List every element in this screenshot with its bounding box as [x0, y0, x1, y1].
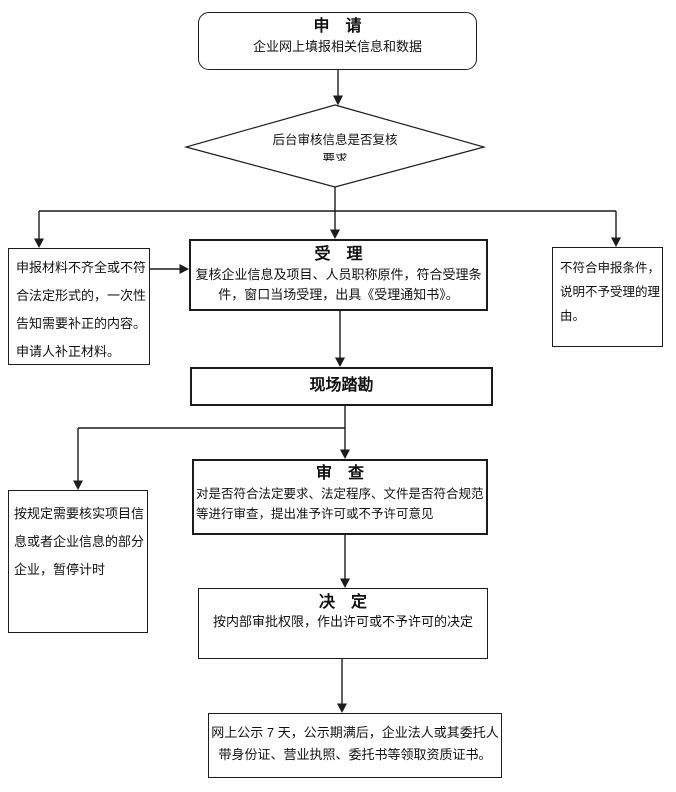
review-title: 审 查 [315, 465, 364, 482]
decision-line1: 后台审核信息是否复核 [272, 133, 398, 147]
decide-title: 决 定 [318, 594, 367, 611]
arrowhead-down-icon [330, 229, 340, 239]
connector-split-to-review [340, 428, 350, 459]
accept-title: 受 理 [314, 246, 363, 263]
connector-split-to-supplement [34, 211, 44, 248]
publish-body: 网上公示 7 天，公示期满后，企业法人或其委托人 带身份证、营业执照、委托书等领… [211, 725, 499, 762]
arrowhead-down-icon [335, 357, 345, 367]
arrowhead-down-icon [34, 238, 44, 248]
connector-review-to-decide [340, 535, 350, 588]
accept-node: 受 理 复核企业信息及项目、人员职称原件，符合受理条 件，窗口当场受理，出具《受… [189, 239, 488, 311]
arrowhead-down-icon [333, 95, 343, 106]
connector-split-to-verify [73, 428, 83, 490]
arrowhead-down-icon [340, 578, 350, 588]
supplement-body: 申报材料不齐全或不符 合法定形式的，一次性 告知需要补正的内容。 申请人补正材料… [16, 260, 147, 359]
arrowhead-down-icon [337, 703, 347, 713]
connector-survey-split [78, 406, 346, 429]
apply-body: 企业网上填报相关信息和数据 [252, 39, 422, 54]
arrowhead-right-icon [179, 264, 189, 274]
arrowhead-down-icon [340, 449, 350, 459]
arrowhead-down-icon [73, 480, 83, 490]
verify-body: 按规定需要核实项目信 息或者企业信息的部分 企业，暂停计时 [14, 506, 145, 577]
decide-body: 按内部审批权限，作出许可或不予许可的决定 [212, 614, 473, 629]
survey-title: 现场踏勘 [309, 377, 374, 394]
survey-node: 现场踏勘 [190, 367, 493, 406]
decide-node: 决 定 按内部审批权限，作出许可或不予许可的决定 [198, 588, 488, 659]
decision-line2-clipped: 要求 [322, 153, 348, 161]
accept-body: 复核企业信息及项目、人员职称原件，符合受理条 件，窗口当场受理，出具《受理通知书… [195, 267, 482, 302]
connector-decision-split [39, 187, 616, 212]
review-body: 对是否符合法定要求、法定程序、文件是否符合规范 等进行审查，提出准予许可或不予许… [196, 487, 484, 521]
supplement-node: 申报材料不齐全或不符 合法定形式的，一次性 告知需要补正的内容。 申请人补正材料… [8, 248, 150, 365]
connector-supplement-to-accept [150, 264, 189, 274]
diamond-shape [184, 104, 486, 188]
connector-split-to-accept [330, 211, 340, 239]
apply-node: 申 请 企业网上填报相关信息和数据 [198, 12, 477, 70]
decision-text: 后台审核信息是否复核 要求 [184, 130, 486, 161]
reject-body: 不符合申报条件， 说明不予受理的理 由。 [560, 261, 661, 323]
connector-accept-to-survey [335, 311, 345, 367]
decision-diamond: 后台审核信息是否复核 要求 [184, 104, 486, 188]
apply-title: 申 请 [313, 18, 362, 35]
connector-decide-to-publish [337, 659, 347, 713]
connector-apply-to-decision [333, 70, 343, 106]
connector-split-to-reject [611, 211, 621, 247]
reject-node: 不符合申报条件， 说明不予受理的理 由。 [552, 247, 663, 347]
arrowhead-down-icon [611, 237, 621, 247]
publish-node: 网上公示 7 天，公示期满后，企业法人或其委托人 带身份证、营业执照、委托书等领… [208, 713, 502, 778]
review-node: 审 查 对是否符合法定要求、法定程序、文件是否符合规范 等进行审查，提出准予许可… [192, 459, 488, 535]
verify-node: 按规定需要核实项目信 息或者企业信息的部分 企业，暂停计时 [8, 490, 148, 633]
